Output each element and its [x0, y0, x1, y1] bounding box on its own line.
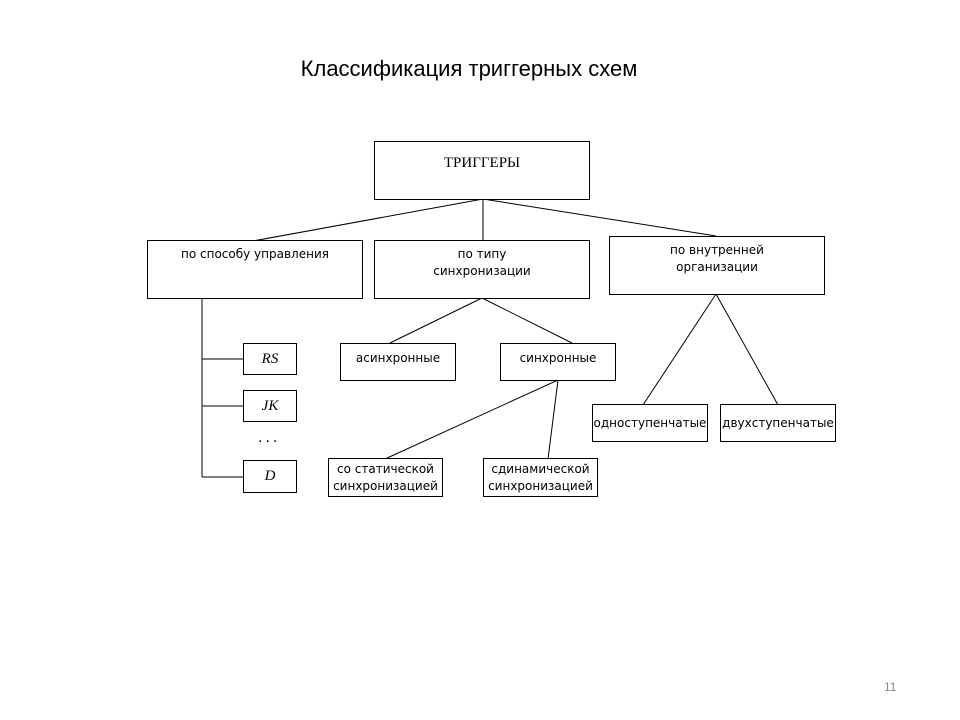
- category-control: по способу управления: [147, 240, 363, 299]
- sync-type-async: асинхронные: [340, 343, 456, 381]
- sync-type-sync: синхронные: [500, 343, 616, 381]
- internal-type-double: двухступенчатые: [720, 404, 836, 442]
- sync-subtype-dynamic: сдинамической синхронизацией: [483, 458, 598, 497]
- internal-type-single: одноступенчатые: [592, 404, 708, 442]
- category-internal: по внутренней организации: [609, 236, 825, 295]
- connector-sync-dynamic: [547, 379, 559, 460]
- sync-subtype-static: со статической синхронизацией: [328, 458, 443, 497]
- control-type-d: D: [243, 460, 297, 493]
- page-title: Классификация триггерных схем: [300, 56, 638, 81]
- connector-root-internal: [482, 198, 717, 237]
- ellipsis: ...: [258, 430, 281, 446]
- connector-sync-async: [389, 297, 483, 344]
- connector-sync-sync: [481, 297, 573, 344]
- connector-root-control: [252, 198, 484, 242]
- control-type-rs: RS: [243, 343, 297, 375]
- root-node-triggers: ТРИГГЕРЫ: [374, 141, 590, 200]
- connector-sync-static: [384, 379, 559, 460]
- connector-internal-single: [642, 293, 717, 406]
- control-type-jk: JK: [243, 390, 297, 422]
- connector-internal-double: [715, 293, 779, 406]
- category-sync: по типу синхронизации: [374, 240, 590, 299]
- page-number: 11: [884, 680, 897, 694]
